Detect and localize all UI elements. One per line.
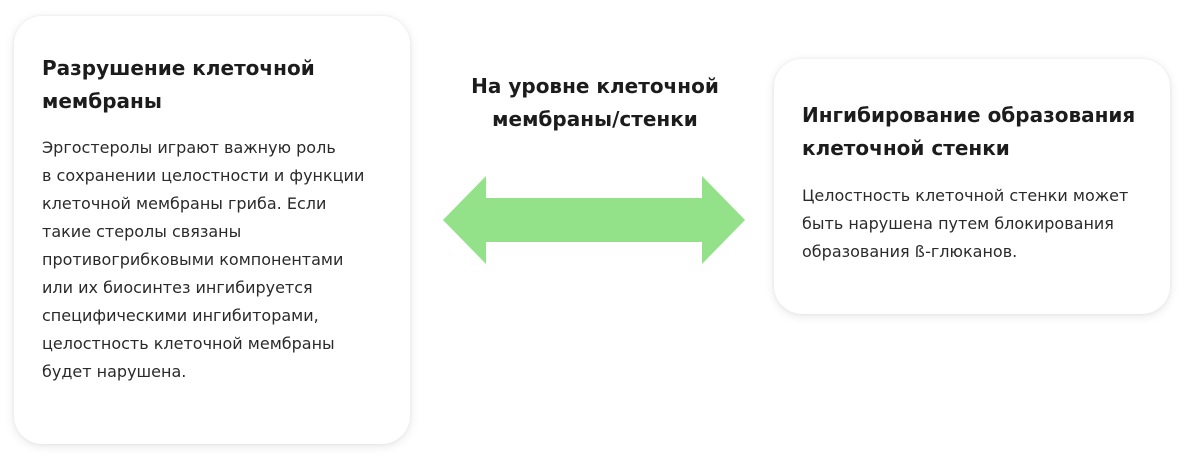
left-card-text: Эргостеролы играют важную роль в сохране…: [42, 138, 365, 381]
right-card-text: Целостность клеточной стенки может быть …: [802, 186, 1129, 261]
center-title: На уровне клеточной мембраны/стенки: [471, 74, 719, 131]
right-card: Ингибирование образования клеточной стен…: [774, 59, 1170, 314]
right-card-title: Ингибирование образования клеточной стен…: [802, 103, 1136, 160]
left-card: Разрушение клеточной мембраны Эргостерол…: [14, 16, 410, 444]
double-headed-arrow-icon: [443, 176, 745, 264]
left-card-title: Разрушение клеточной мембраны: [42, 56, 315, 113]
double-arrow-shape: [443, 176, 745, 264]
